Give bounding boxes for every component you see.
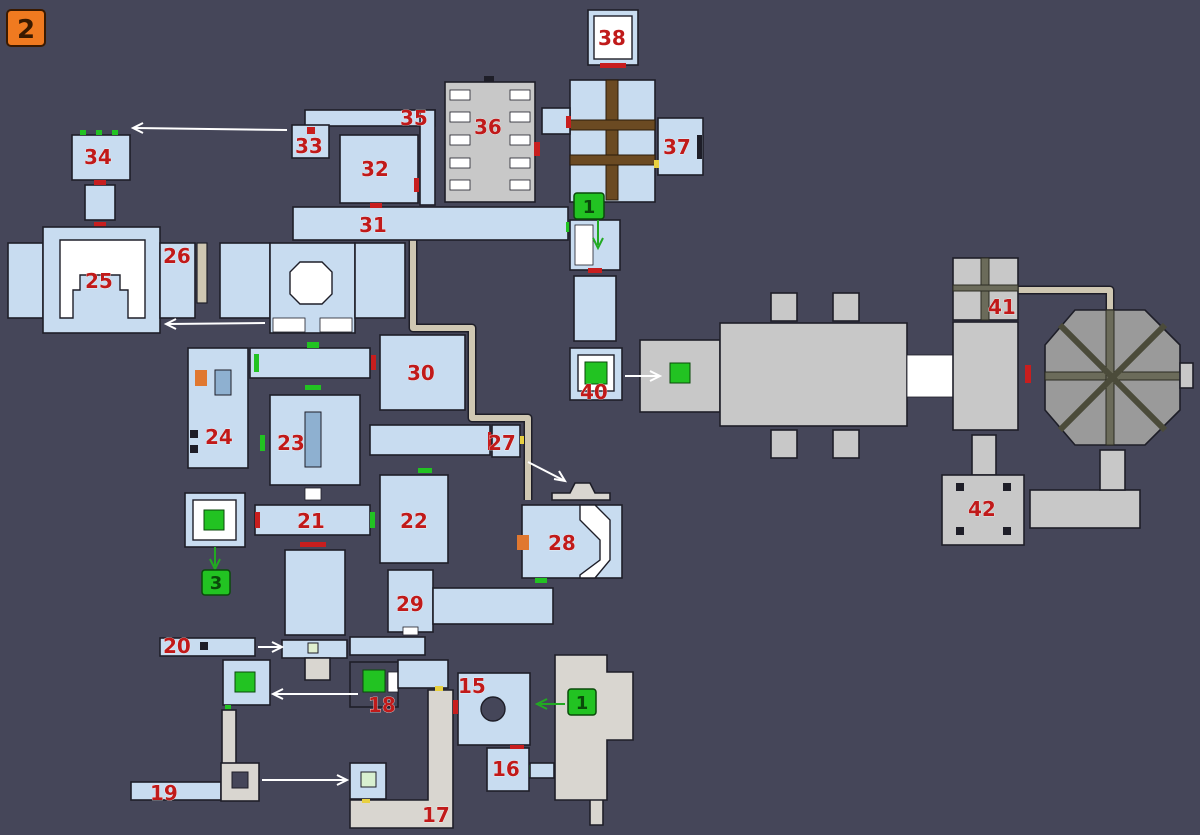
label-room-25: 25: [85, 269, 113, 293]
lift-room-3: [184, 492, 246, 548]
marker-to-level-3[interactable]: 3: [201, 569, 231, 596]
corridor-27: [369, 424, 493, 456]
main-corridor: [408, 240, 1115, 500]
octagon-hall: [1044, 309, 1194, 446]
label-room-33: 33: [295, 134, 323, 158]
label-room-34: 34: [84, 145, 112, 169]
room-33: [291, 124, 330, 159]
label-room-22: 22: [400, 509, 428, 533]
room-34: [71, 130, 131, 227]
label-room-40: 40: [580, 380, 608, 404]
label-room-29: 29: [396, 592, 424, 616]
level-number: 2: [17, 15, 35, 45]
label-room-41: 41: [988, 295, 1016, 319]
label-room-28: 28: [548, 531, 576, 555]
level-badge: 2: [6, 9, 46, 47]
beam-hall: [541, 79, 656, 203]
room-28: [517, 482, 623, 583]
stairwell: [569, 219, 621, 273]
room-32: [339, 134, 419, 204]
label-room-38: 38: [598, 26, 626, 50]
room-27: [491, 424, 524, 458]
label-room-31: 31: [359, 213, 387, 237]
octagon-room: [219, 242, 406, 334]
room-21: [254, 487, 375, 547]
label-room-18: 18: [368, 693, 396, 717]
room-22: [379, 468, 449, 564]
label-room-26: 26: [163, 244, 191, 268]
room-24: [187, 347, 249, 469]
arrow-icon: [527, 461, 564, 481]
label-room-32: 32: [361, 157, 389, 181]
room-labels: 15 16 17 18 19 20 21 22 23 24 25 26 27 2…: [84, 26, 1016, 828]
label-room-23: 23: [277, 431, 305, 455]
marker-to-level-1-top[interactable]: 1: [573, 192, 605, 220]
room-41: [952, 257, 1031, 431]
great-hall: [639, 292, 954, 459]
room-17: [349, 686, 454, 829]
south-hall: [281, 636, 426, 681]
room-15: [453, 672, 531, 746]
room-23: [260, 385, 361, 486]
label-room-42: 42: [968, 497, 996, 521]
label-room-15: 15: [458, 674, 486, 698]
room-40: [569, 347, 623, 401]
label-room-19: 19: [150, 781, 178, 805]
label-room-16: 16: [492, 757, 520, 781]
arrow-icon: [134, 127, 288, 131]
room-30: [371, 334, 466, 411]
label-room-35: 35: [400, 106, 428, 130]
room-37: [654, 117, 704, 176]
label-room-17: 17: [422, 803, 450, 827]
room-19: [130, 709, 260, 802]
svg-text:1: 1: [583, 197, 596, 218]
stone-hall: [554, 654, 634, 826]
corridor-23-north: [249, 342, 371, 379]
room-36: [444, 76, 540, 203]
room-20: [159, 637, 256, 657]
room-35: [304, 109, 436, 206]
passage-to-40: [573, 275, 617, 342]
label-room-20: 20: [163, 634, 191, 658]
room-38: [587, 9, 639, 68]
lift-icon: [584, 361, 608, 385]
label-room-21: 21: [297, 509, 325, 533]
label-room-30: 30: [407, 361, 435, 385]
transition-arrows: [130, 122, 663, 786]
room-18: [349, 659, 449, 708]
room-42: [941, 434, 1141, 546]
label-room-27: 27: [488, 431, 516, 455]
room-16: [486, 745, 555, 792]
svg-text:3: 3: [210, 573, 223, 594]
lift-room-west: [222, 659, 271, 710]
room-25: [7, 226, 208, 334]
room-29: [387, 569, 554, 636]
marker-to-level-1-bottom[interactable]: 1: [567, 688, 597, 716]
label-room-37: 37: [663, 135, 691, 159]
label-room-24: 24: [205, 425, 233, 449]
corridor-21-south: [284, 549, 346, 636]
label-room-36: 36: [474, 115, 502, 139]
room-31: [292, 203, 572, 241]
svg-text:1: 1: [576, 693, 589, 714]
arrow-icon: [167, 322, 266, 325]
